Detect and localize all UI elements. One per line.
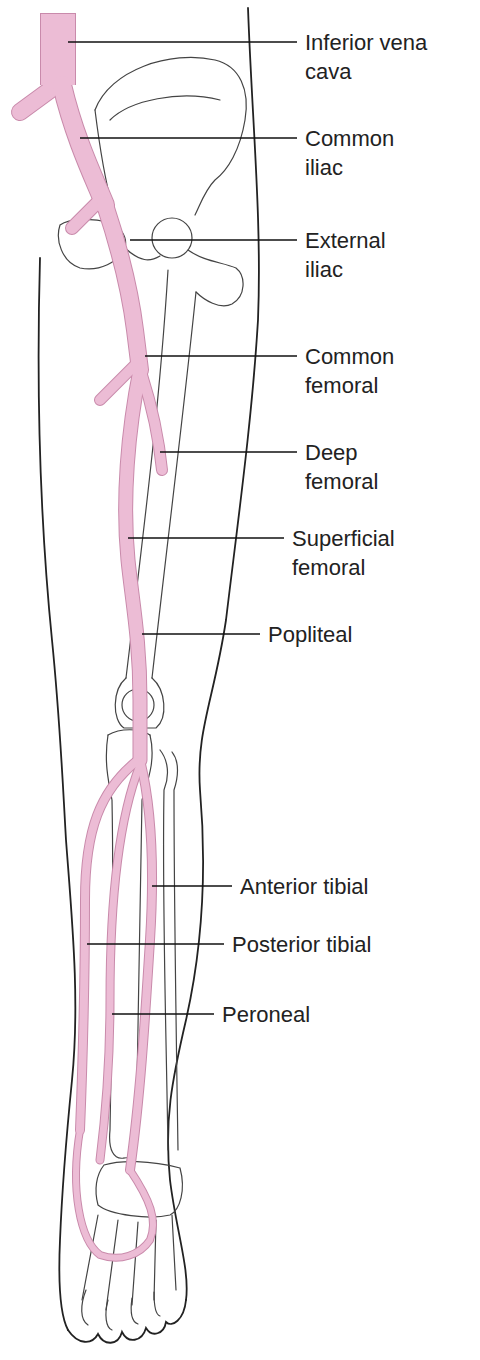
leader-lines <box>68 42 297 1014</box>
veins <box>20 13 162 1258</box>
vein-label: Anterior tibial <box>240 872 470 901</box>
bones <box>58 57 246 1330</box>
vein-label: Common femoral <box>305 342 423 400</box>
vein-label: Inferior vena cava <box>305 28 440 86</box>
vein-label: Superficial femoral <box>292 524 410 582</box>
vein-label: Common iliac <box>305 124 423 182</box>
vein-label: External iliac <box>305 226 423 284</box>
leg-outline <box>39 8 259 1343</box>
vein-label: Peroneal <box>222 1000 472 1029</box>
vein-label: Popliteal <box>268 620 468 649</box>
vein-label: Posterior tibial <box>232 930 472 959</box>
vein-label: Deep femoral <box>305 438 423 496</box>
